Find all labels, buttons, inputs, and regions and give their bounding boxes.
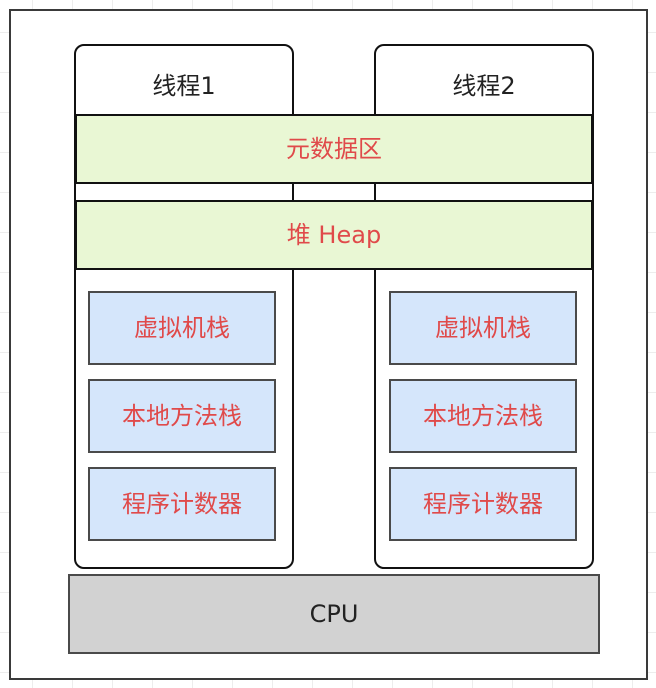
thread-2-native-method-stack: 本地方法栈: [389, 379, 577, 453]
thread-2-program-counter: 程序计数器: [389, 467, 577, 541]
metaspace-band: 元数据区: [75, 114, 593, 184]
thread-1-program-counter: 程序计数器: [88, 467, 276, 541]
thread-1-native-method-stack: 本地方法栈: [88, 379, 276, 453]
thread-2-title: 线程2: [452, 72, 516, 100]
thread-1-title: 线程1: [152, 72, 216, 100]
heap-band: 堆 Heap: [75, 200, 593, 270]
thread-1-vm-stack: 虚拟机栈: [88, 291, 276, 365]
cpu-block: CPU: [68, 574, 600, 654]
thread-2-vm-stack: 虚拟机栈: [389, 291, 577, 365]
